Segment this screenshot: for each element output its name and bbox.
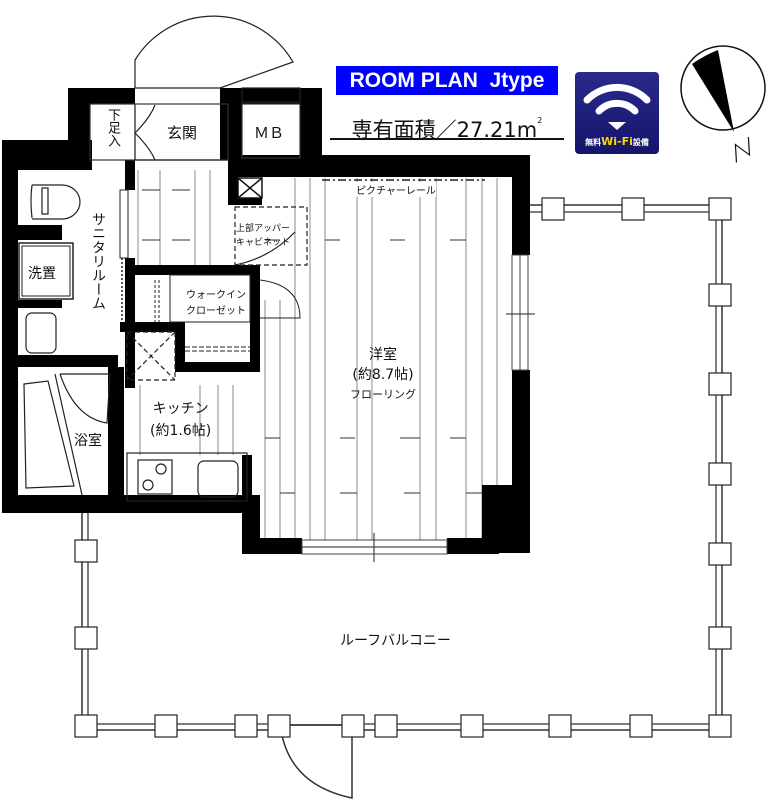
label-meter-box: ＭＢ <box>254 124 285 142</box>
label-kitchen: キッチン(約1.6帖) <box>150 401 212 439</box>
label-western-room: 洋室(約8.7帖)フローリング <box>350 347 416 401</box>
label-roof-balcony: ルーフバルコニー <box>340 633 451 649</box>
bathtub-fixture <box>23 373 111 496</box>
label-sanitary-room: サニタリルーム <box>90 212 106 310</box>
washer-fixture <box>18 242 74 300</box>
label-washer: 洗置 <box>28 266 56 282</box>
label-entrance: 玄関 <box>167 124 198 142</box>
walls <box>2 88 530 554</box>
toilet-fixture <box>30 184 81 220</box>
plan-title-badge: ROOM PLAN Jtype <box>336 66 558 95</box>
sink-fixture <box>25 312 57 354</box>
flooring-pattern <box>137 170 498 540</box>
label-picture-rail: ピクチャーレール <box>356 182 436 197</box>
label-bath: 浴室 <box>74 433 102 449</box>
label-upper-cabinet: 上部アッパーキャビネット <box>236 224 291 248</box>
floor-area-label: 専有面積／27.21m2 <box>330 104 564 142</box>
free-wifi-badge: 無料Wi-Fi設備 <box>575 72 659 154</box>
north-arrow-icon <box>680 45 766 163</box>
kitchen-counter <box>126 452 248 502</box>
wifi-icon <box>583 83 651 130</box>
label-walk-in-closet: ウォークインクローゼット <box>186 290 246 317</box>
label-shoe-box: 下足入 <box>105 108 120 147</box>
entrance-door <box>89 15 301 161</box>
